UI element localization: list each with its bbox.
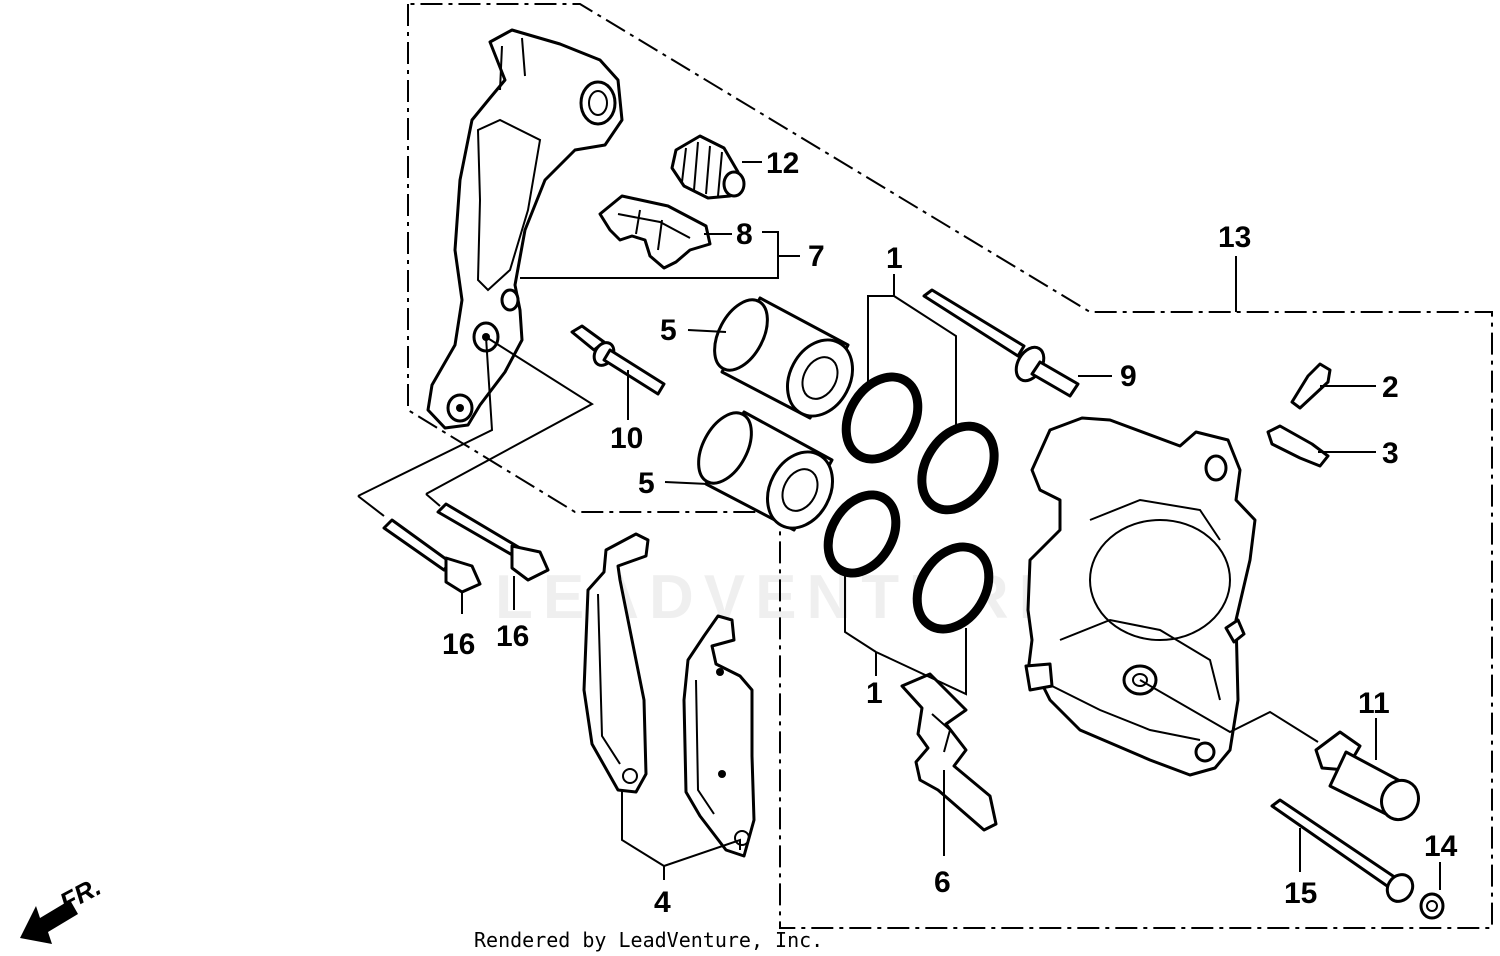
label-part-15: 15: [1284, 877, 1317, 910]
label-part-13: 13: [1218, 221, 1251, 254]
assembly-boundary-line: [407, 3, 1493, 929]
pad-spring[interactable]: [598, 194, 712, 270]
caliper-bracket[interactable]: [426, 28, 624, 430]
label-part-7: 7: [808, 240, 825, 273]
label-part-12: 12: [766, 147, 799, 180]
mounting-bolt-right[interactable]: [436, 502, 550, 582]
label-part-4: 4: [654, 886, 671, 919]
piston-lower[interactable]: [688, 404, 846, 539]
caliper-body[interactable]: [1024, 416, 1257, 777]
brake-pad-inner[interactable]: [682, 614, 756, 858]
label-part-14: 14: [1424, 830, 1458, 863]
label-part-16-left: 16: [442, 628, 475, 661]
piston-upper[interactable]: [704, 291, 866, 427]
label-part-9: 9: [1120, 360, 1137, 393]
label-part-1-lower: 1: [866, 677, 883, 710]
label-part-10: 10: [610, 422, 643, 455]
caliper-bolt[interactable]: [570, 324, 666, 396]
label-part-6: 6: [934, 866, 951, 899]
label-part-3: 3: [1382, 437, 1399, 470]
label-part-8: 8: [736, 218, 753, 251]
label-part-5-lower: 5: [638, 467, 655, 500]
slide-pin-boot[interactable]: [670, 134, 746, 200]
piston-seals[interactable]: [814, 364, 1009, 643]
footer-credit: Rendered by LeadVenture, Inc.: [474, 928, 823, 952]
slide-pin[interactable]: [922, 288, 1080, 398]
label-part-1-upper: 1: [886, 242, 903, 275]
pad-retainer[interactable]: [900, 672, 998, 832]
pad-pin[interactable]: [1270, 798, 1418, 906]
bleed-cap[interactable]: [1266, 424, 1330, 468]
label-part-11: 11: [1358, 687, 1390, 720]
label-part-2: 2: [1382, 371, 1399, 404]
mounting-bolt-left[interactable]: [382, 518, 482, 594]
bleed-valve[interactable]: [1290, 362, 1332, 410]
pad-pin-plug[interactable]: [1314, 730, 1425, 826]
pin-plug[interactable]: [1419, 892, 1445, 920]
label-part-16-right: 16: [496, 620, 529, 653]
brake-pad-outer[interactable]: [582, 532, 650, 794]
front-arrow-icon: [20, 900, 78, 944]
leader-lines: [357, 161, 1441, 890]
label-part-5-upper: 5: [660, 314, 677, 347]
